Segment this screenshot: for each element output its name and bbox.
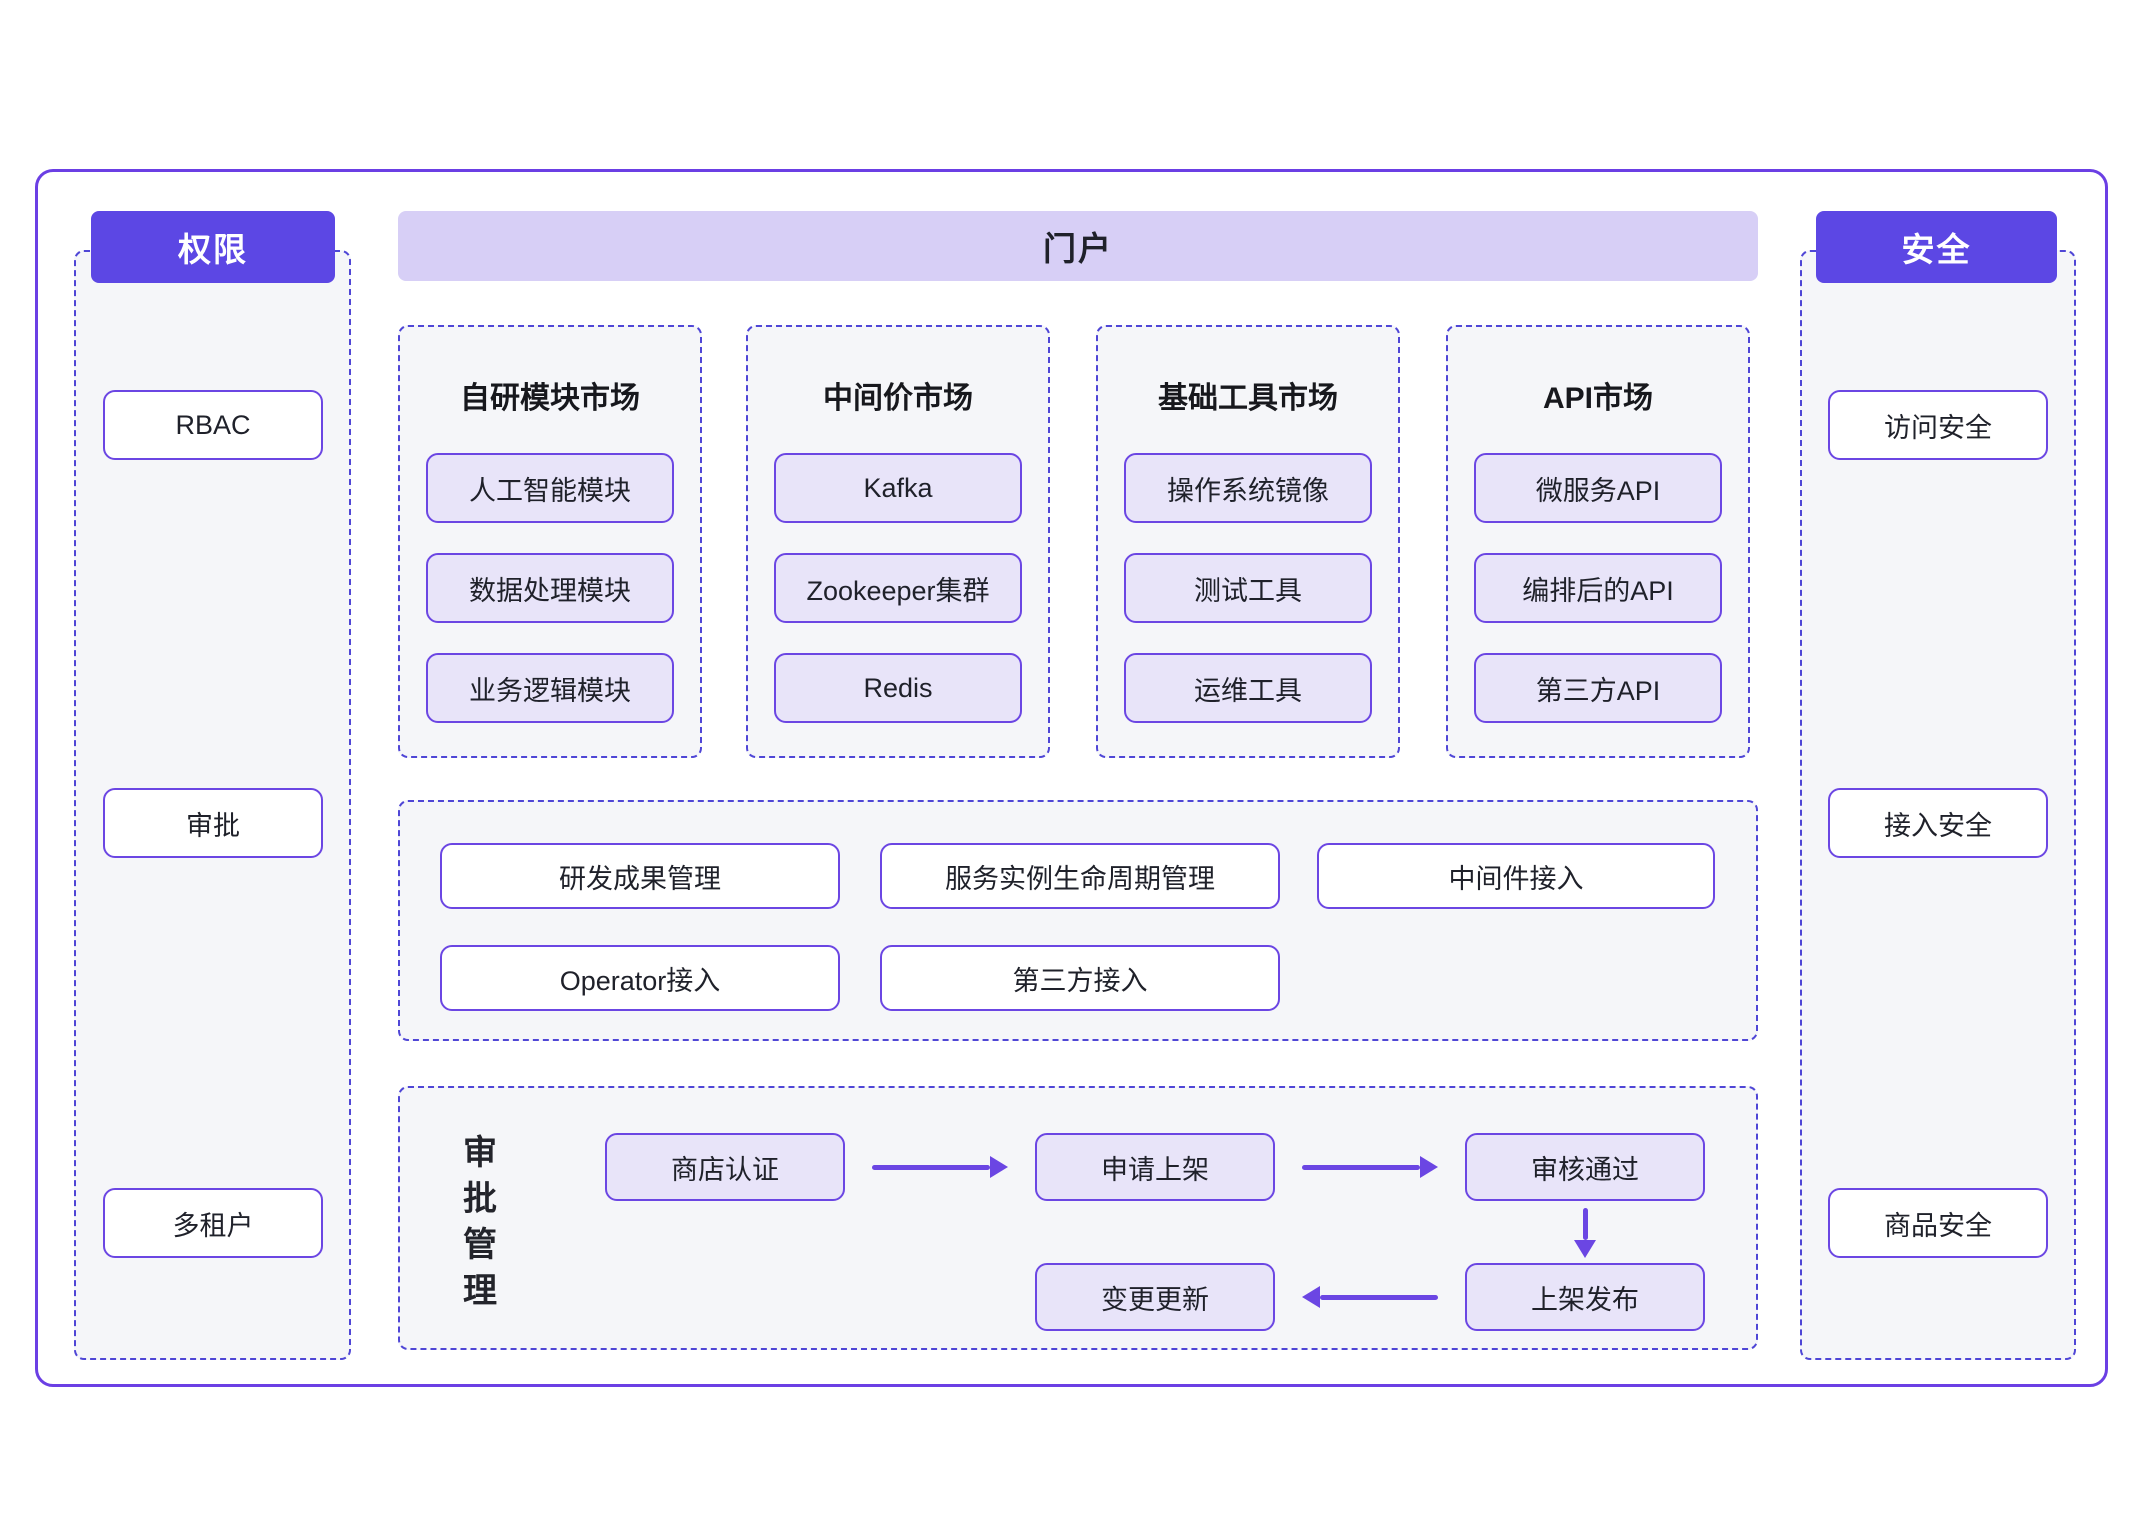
market-middleware: 中间价市场 Kafka Zookeeper集群 Redis xyxy=(746,325,1050,758)
node-integration-security: 接入安全 xyxy=(1828,788,2048,858)
node-store-certification: 商店认证 xyxy=(605,1133,845,1201)
market-self-developed-modules: 自研模块市场 人工智能模块 数据处理模块 业务逻辑模块 xyxy=(398,325,702,758)
market-title: API市场 xyxy=(1542,382,1653,415)
security-header: 安全 xyxy=(1816,211,2057,283)
market-title: 自研模块市场 xyxy=(460,382,640,415)
arrow-right-icon xyxy=(1302,1156,1438,1178)
node-service-instance-lifecycle: 服务实例生命周期管理 xyxy=(880,843,1280,909)
node-change-update: 变更更新 xyxy=(1035,1263,1275,1331)
node-redis: Redis xyxy=(774,653,1022,723)
node-listing-release: 上架发布 xyxy=(1465,1263,1705,1331)
node-microservice-api: 微服务API xyxy=(1474,453,1722,523)
market-api: API市场 微服务API 编排后的API 第三方API xyxy=(1446,325,1750,758)
arrow-right-icon xyxy=(872,1156,1008,1178)
node-access-security: 访问安全 xyxy=(1828,390,2048,460)
node-middleware-integration: 中间件接入 xyxy=(1317,843,1715,909)
node-apply-listing: 申请上架 xyxy=(1035,1133,1275,1201)
arrow-down-icon xyxy=(1574,1208,1596,1258)
node-rbac: RBAC xyxy=(103,390,323,460)
node-multi-tenant: 多租户 xyxy=(103,1188,323,1258)
node-review-passed: 审核通过 xyxy=(1465,1133,1705,1201)
market-title: 中间价市场 xyxy=(823,382,973,415)
market-basic-tools: 基础工具市场 操作系统镜像 测试工具 运维工具 xyxy=(1096,325,1400,758)
permission-header: 权限 xyxy=(91,211,335,283)
node-operator-integration: Operator接入 xyxy=(440,945,840,1011)
approval-flow-panel: 审批管理 商店认证 申请上架 审核通过 上架发布 变更更新 xyxy=(398,1086,1758,1350)
node-zookeeper-cluster: Zookeeper集群 xyxy=(774,553,1022,623)
arrow-left-icon xyxy=(1302,1286,1438,1308)
market-title: 基础工具市场 xyxy=(1158,382,1338,415)
node-data-processing-module: 数据处理模块 xyxy=(426,553,674,623)
node-os-image: 操作系统镜像 xyxy=(1124,453,1372,523)
portal-header: 门户 xyxy=(398,211,1758,281)
node-ai-module: 人工智能模块 xyxy=(426,453,674,523)
node-product-security: 商品安全 xyxy=(1828,1188,2048,1258)
node-kafka: Kafka xyxy=(774,453,1022,523)
node-testing-tools: 测试工具 xyxy=(1124,553,1372,623)
node-business-logic-module: 业务逻辑模块 xyxy=(426,653,674,723)
node-rd-results-management: 研发成果管理 xyxy=(440,843,840,909)
approval-flow-label: 审批管理 xyxy=(463,1134,497,1310)
node-third-party-api: 第三方API xyxy=(1474,653,1722,723)
node-third-party-integration: 第三方接入 xyxy=(880,945,1280,1011)
node-ops-tools: 运维工具 xyxy=(1124,653,1372,723)
management-panel: 研发成果管理 服务实例生命周期管理 中间件接入 Operator接入 第三方接入 xyxy=(398,800,1758,1041)
outer-frame: 权限 RBAC 审批 多租户 安全 访问安全 接入安全 商品安全 门户 自研模块… xyxy=(35,169,2108,1387)
node-orchestrated-api: 编排后的API xyxy=(1474,553,1722,623)
node-approval: 审批 xyxy=(103,788,323,858)
